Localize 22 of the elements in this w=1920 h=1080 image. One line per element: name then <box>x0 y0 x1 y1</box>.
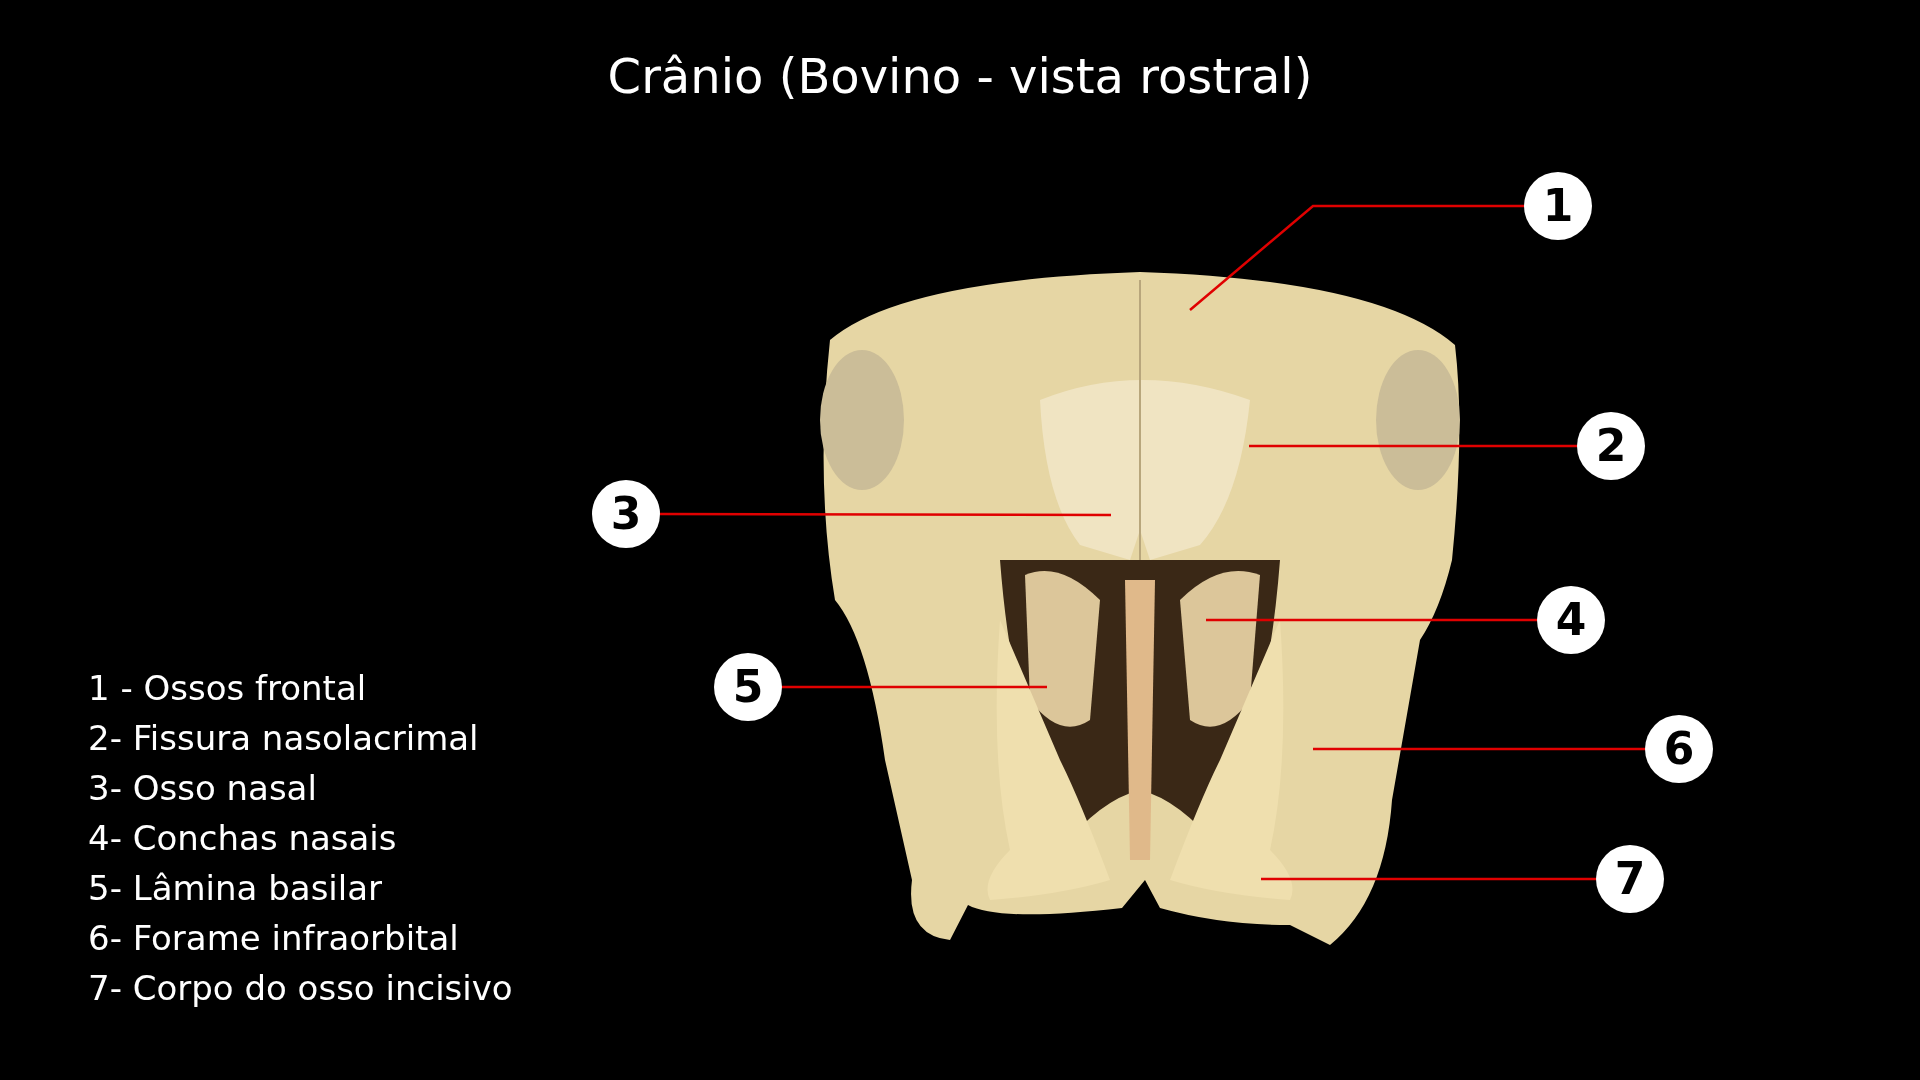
legend-text: 7- Corpo do osso incisivo <box>88 968 513 1008</box>
callout-number: 5 <box>714 653 782 721</box>
legend-text: 4- Conchas nasais <box>88 818 397 858</box>
callout-number: 2 <box>1577 412 1645 480</box>
legend-text: 6- Forame infraorbital <box>88 918 459 958</box>
diagram-title: Crânio (Bovino - vista rostral) <box>607 48 1313 104</box>
legend-text: 2- Fissura nasolacrimal <box>88 718 479 758</box>
callout-number: 3 <box>592 480 660 548</box>
leader-line <box>1261 877 1596 881</box>
leader-line <box>782 685 1047 689</box>
leader-line <box>1249 444 1577 448</box>
callout-number: 1 <box>1524 172 1592 240</box>
callout-number: 6 <box>1645 715 1713 783</box>
legend-text: 5- Lâmina basilar <box>88 868 383 908</box>
leader-line <box>1189 204 1524 311</box>
leader-line <box>660 512 1111 517</box>
legend-text: 3- Osso nasal <box>88 768 317 808</box>
callout-number: 7 <box>1596 845 1664 913</box>
leader-line <box>1206 618 1537 622</box>
leader-line <box>1313 747 1645 751</box>
callout-number: 4 <box>1537 586 1605 654</box>
legend-text: 1 - Ossos frontal <box>88 668 367 708</box>
